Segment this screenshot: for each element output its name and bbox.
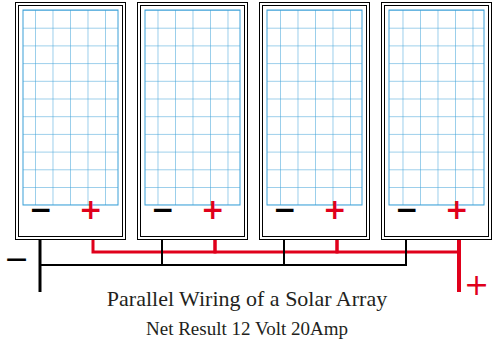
- diagram-caption: Net Result 12 Volt 20Amp: [0, 318, 494, 340]
- wire: [284, 240, 406, 265]
- wire: [40, 240, 162, 265]
- terminal-sign: −: [4, 244, 29, 274]
- solar-panel: −+: [137, 2, 248, 240]
- wire: [337, 240, 459, 252]
- positive-terminal: +: [445, 196, 468, 224]
- solar-panel: −+: [381, 2, 492, 240]
- positive-terminal: +: [323, 196, 346, 224]
- positive-terminal: +: [79, 196, 102, 224]
- negative-terminal: −: [395, 196, 418, 224]
- diagram-title: Parallel Wiring of a Solar Array: [0, 286, 494, 312]
- positive-terminal: +: [201, 196, 224, 224]
- negative-terminal: −: [273, 196, 296, 224]
- negative-terminal: −: [151, 196, 174, 224]
- terminal-sign: +: [464, 270, 489, 300]
- negative-terminal: −: [29, 196, 52, 224]
- solar-panel: −+: [259, 2, 370, 240]
- solar-panel: −+: [15, 2, 126, 240]
- wire: [215, 240, 337, 252]
- wire: [93, 240, 215, 252]
- solar-cells: [23, 10, 484, 205]
- wire: [162, 240, 284, 265]
